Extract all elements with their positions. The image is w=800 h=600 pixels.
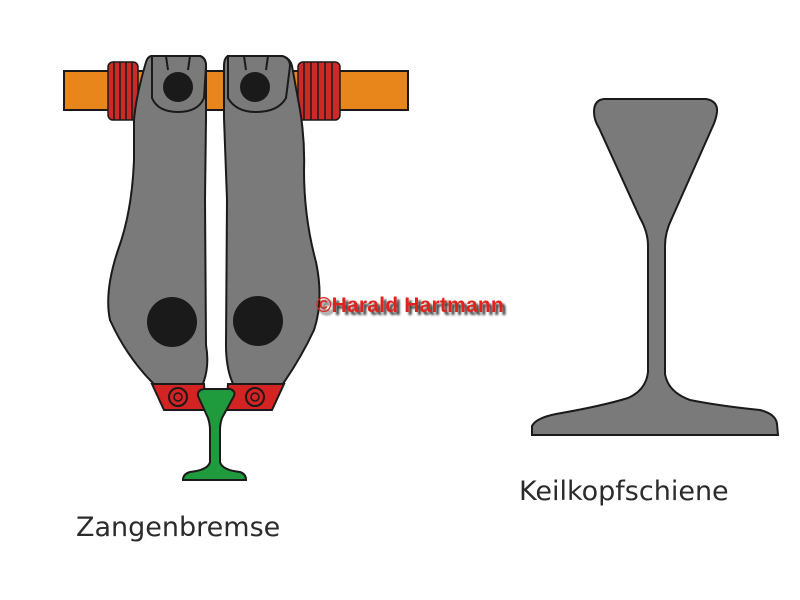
- left-brake-pad: [150, 383, 208, 411]
- watermark: ©Harald Hartmann: [316, 294, 504, 317]
- label-keilkopfschiene: Keilkopfschiene: [519, 476, 729, 507]
- label-zangenbremse: Zangenbremse: [76, 512, 281, 543]
- spring-right: [297, 61, 341, 121]
- left-top-pin: [163, 72, 193, 102]
- small-rail: [181, 388, 248, 481]
- right-brake-pad: [224, 383, 286, 411]
- right-top-fork: [227, 55, 292, 114]
- left-top-fork: [151, 55, 208, 114]
- left-pivot-pin: [147, 297, 197, 347]
- right-top-pin: [240, 72, 270, 102]
- spring-left: [107, 61, 139, 121]
- large-rail: [531, 98, 780, 436]
- right-pivot-pin: [233, 296, 283, 346]
